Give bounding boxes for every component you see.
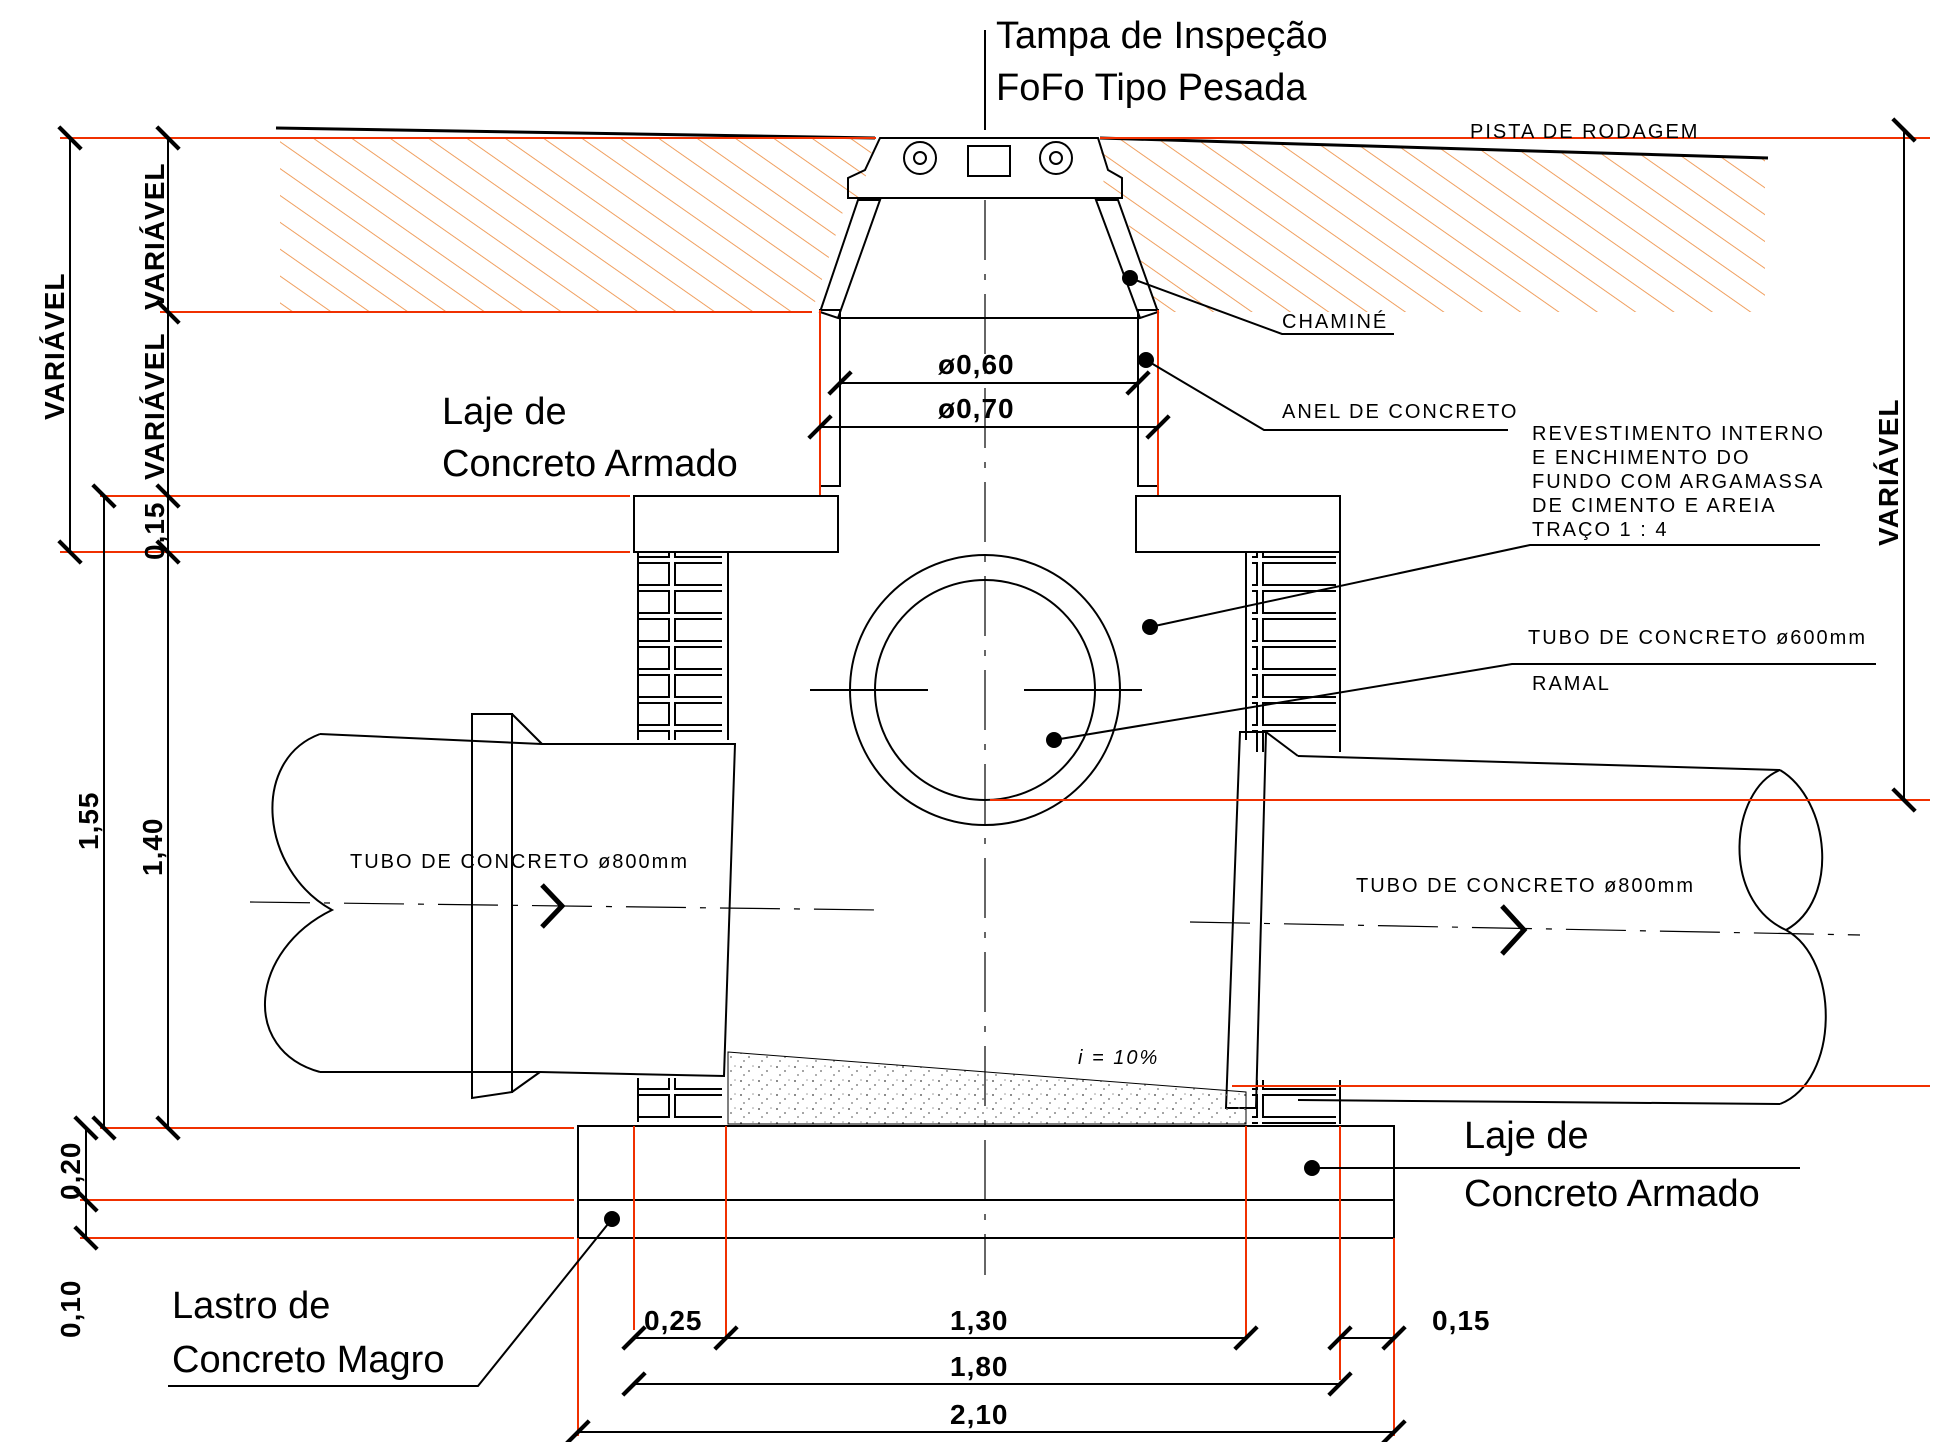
cover-label: Tampa de Inspeção FoFo Tipo Pesada xyxy=(996,15,1328,109)
dim-010: 0,10 xyxy=(55,1280,86,1339)
dim-180: 1,80 xyxy=(950,1351,1009,1382)
dim-var-left-inner: VARIÁVEL xyxy=(139,163,170,311)
dim-d060: ø0,60 xyxy=(938,349,1015,380)
top-slab xyxy=(633,495,1341,553)
centerlines xyxy=(249,30,1861,1275)
level-lines xyxy=(60,137,1930,1436)
brick-wall-right xyxy=(1245,552,1341,1124)
lining-label-line4: DE CIMENTO E AREIA xyxy=(1532,495,1777,517)
lining-label-line5: TRAÇO 1 : 4 xyxy=(1532,519,1668,541)
pipe-left xyxy=(263,713,737,1100)
concrete-ring xyxy=(819,309,1159,495)
lining-label-line3: FUNDO COM ARGAMASSA xyxy=(1532,471,1824,493)
brick-wall-left xyxy=(637,552,729,1122)
lean-label-line1: Lastro de xyxy=(172,1285,330,1327)
dim-025: 0,25 xyxy=(644,1305,703,1336)
bottom-mortar-fill xyxy=(727,1051,1247,1125)
ring-label: ANEL DE CONCRETO xyxy=(1282,401,1518,423)
road-label: PISTA DE RODAGEM xyxy=(1470,121,1699,143)
top-slab-label-line2: Concreto Armado xyxy=(442,443,738,485)
top-slab-label: Laje de Concreto Armado xyxy=(442,391,738,485)
lean-concrete-label: Lastro de Concreto Magro xyxy=(172,1285,444,1381)
lining-label: REVESTIMENTO INTERNO E ENCHIMENTO DO FUN… xyxy=(1532,423,1825,541)
inspection-cover xyxy=(847,137,1123,199)
dim-155: 1,55 xyxy=(73,792,104,851)
pipe-right-label: TUBO DE CONCRETO ø800mm xyxy=(1356,875,1695,897)
ground-soil xyxy=(275,126,1769,312)
dimension-lines xyxy=(57,117,1917,1442)
dim-210: 2,10 xyxy=(950,1399,1009,1430)
slope-label: i = 10% xyxy=(1078,1047,1159,1069)
dim-var-right: VARIÁVEL xyxy=(1873,399,1904,547)
base-slab xyxy=(577,1125,1395,1201)
dim-020: 0,20 xyxy=(55,1142,86,1201)
bottom-slab-label: Laje de Concreto Armado xyxy=(1464,1115,1760,1215)
pipe-left-label: TUBO DE CONCRETO ø800mm xyxy=(350,851,689,873)
dim-015-slab: 0,15 xyxy=(139,502,170,561)
dim-015-wall: 0,15 xyxy=(1432,1305,1491,1336)
lean-concrete xyxy=(577,1199,1395,1239)
branch-label: RAMAL xyxy=(1532,673,1611,695)
branch-pipe-label: TUBO DE CONCRETO ø600mm xyxy=(1528,627,1867,649)
bottom-slab-label-line2: Concreto Armado xyxy=(1464,1173,1760,1215)
branch-pipe xyxy=(810,554,1142,826)
lean-label-line2: Concreto Magro xyxy=(172,1339,444,1381)
dim-130: 1,30 xyxy=(950,1305,1009,1336)
cover-label-line2: FoFo Tipo Pesada xyxy=(996,67,1307,109)
dim-var-left-inner2: VARIÁVEL xyxy=(139,333,170,481)
chimney-label: CHAMINÉ xyxy=(1282,310,1388,333)
lining-label-line2: E ENCHIMENTO DO xyxy=(1532,447,1751,469)
top-slab-label-line1: Laje de xyxy=(442,391,567,433)
chimney xyxy=(818,199,1160,320)
leader-lines xyxy=(168,270,1876,1387)
bottom-slab-label-line1: Laje de xyxy=(1464,1115,1589,1157)
pipe-right xyxy=(1224,731,1827,1109)
lining-label-line1: REVESTIMENTO INTERNO xyxy=(1532,423,1825,445)
dim-d070: ø0,70 xyxy=(938,393,1015,424)
cover-label-line1: Tampa de Inspeção xyxy=(996,15,1328,57)
dim-var-left-outer: VARIÁVEL xyxy=(39,273,70,421)
dim-140: 1,40 xyxy=(137,818,168,877)
